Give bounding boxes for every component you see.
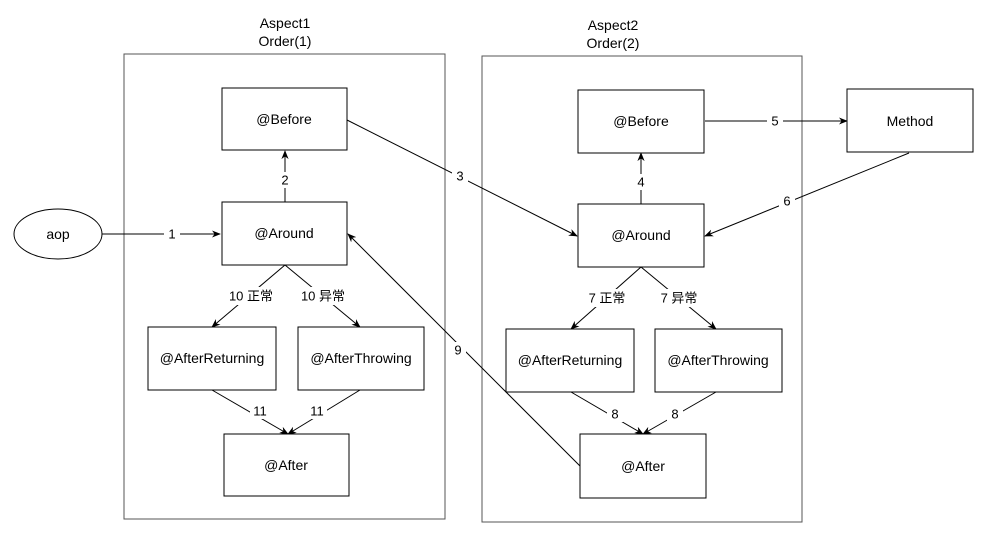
method-label: Method xyxy=(887,113,934,129)
a1-around-node xyxy=(221,201,348,266)
a1-after-label: @After xyxy=(264,457,308,473)
a2-after-node xyxy=(579,433,707,499)
edge-8-right-label: 8 xyxy=(671,407,678,422)
a1-after-throwing-label: @AfterThrowing xyxy=(310,350,411,366)
a2-after-returning-node xyxy=(505,328,635,393)
aspect1-order: Order(1) xyxy=(259,33,312,49)
a1-after-returning-node xyxy=(147,326,277,391)
edge-6-label: 6 xyxy=(783,194,790,209)
aspect1-title: Aspect1 xyxy=(260,15,311,31)
a2-before-label: @Before xyxy=(613,113,669,129)
aspect2-container xyxy=(481,55,803,523)
a2-before-node xyxy=(577,89,705,154)
edge-5-label: 5 xyxy=(771,114,778,129)
a1-after-throwing-node xyxy=(297,326,425,391)
a1-before-label: @Before xyxy=(256,111,312,127)
edge-10-normal-label: 10 正常 xyxy=(229,289,273,304)
a2-around-label: @Around xyxy=(611,227,670,243)
aop-label: aop xyxy=(46,226,70,242)
edge-4-label: 4 xyxy=(637,175,644,190)
a1-after-returning-label: @AfterReturning xyxy=(160,350,264,366)
a1-after-node xyxy=(223,433,350,497)
edge-9-label: 9 xyxy=(454,343,461,358)
a2-after-label: @After xyxy=(621,458,665,474)
aop-node xyxy=(13,208,103,260)
method-node xyxy=(846,88,974,153)
edge-1-label: 1 xyxy=(168,227,175,242)
edge-3-label: 3 xyxy=(456,169,463,184)
a1-around-label: @Around xyxy=(254,225,313,241)
a2-around-node xyxy=(577,203,705,268)
edge-8-left-label: 8 xyxy=(611,407,618,422)
edge-2-label: 2 xyxy=(281,173,288,188)
aspect2-title: Aspect2 xyxy=(588,17,639,33)
edge-11-right-label: 11 xyxy=(310,404,324,419)
a2-after-returning-label: @AfterReturning xyxy=(518,352,622,368)
edge-7-exception-label: 7 异常 xyxy=(661,291,698,306)
a2-after-throwing-node xyxy=(654,328,783,393)
edge-7-normal-label: 7 正常 xyxy=(589,291,626,306)
edge-6 xyxy=(704,152,910,237)
a1-before-node xyxy=(221,87,348,151)
aspect2-order: Order(2) xyxy=(587,35,640,51)
edge-10-exception-label: 10 异常 xyxy=(301,289,345,304)
a2-after-throwing-label: @AfterThrowing xyxy=(667,352,768,368)
edge-11-left-label: 11 xyxy=(253,404,267,419)
aspect1-container xyxy=(123,53,446,520)
